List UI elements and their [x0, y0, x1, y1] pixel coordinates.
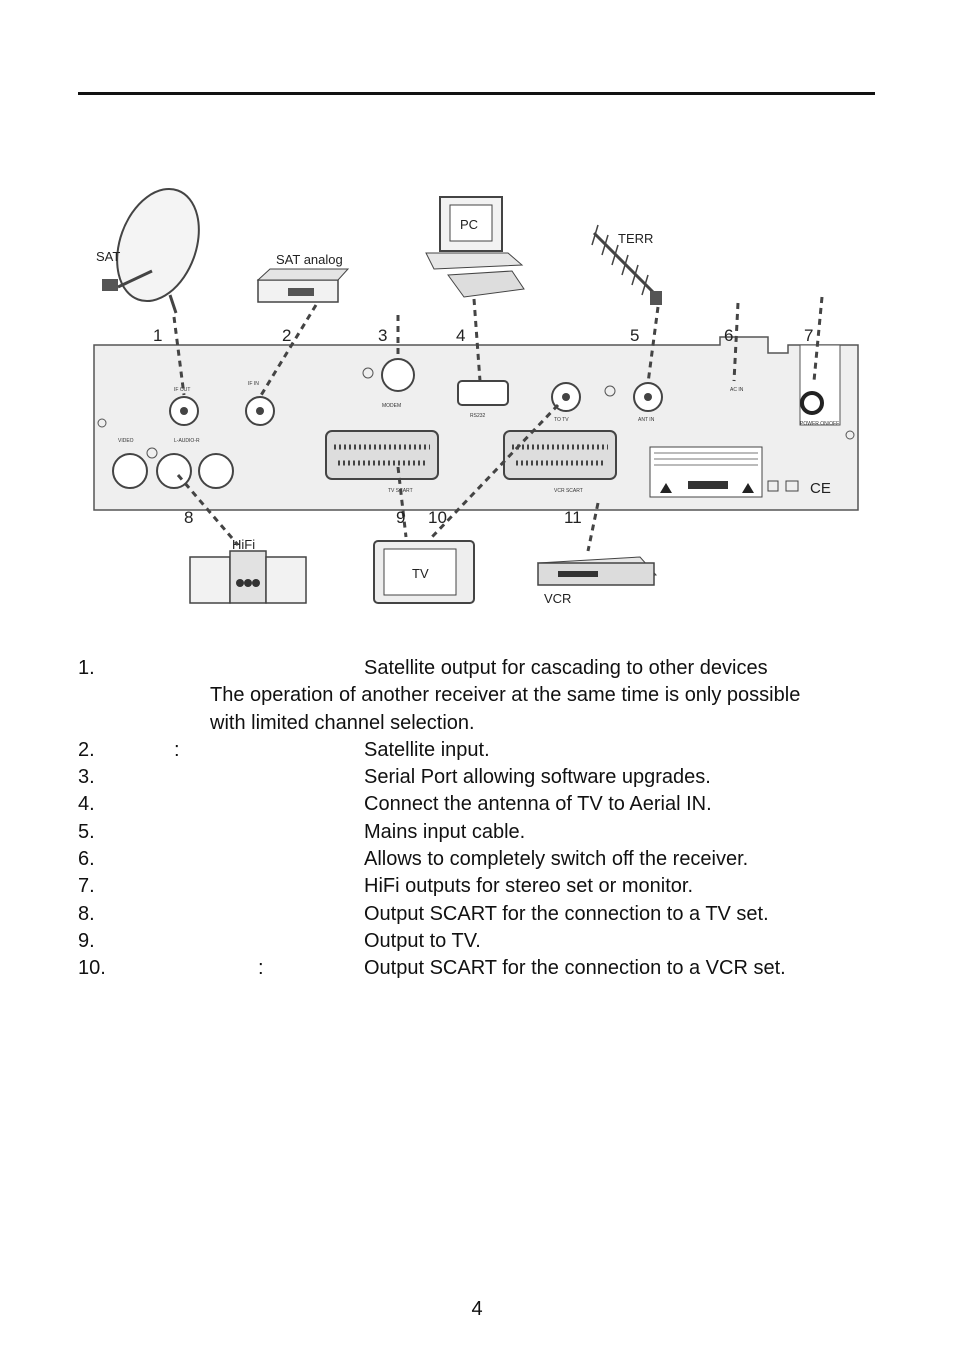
item-description: HiFi outputs for stereo set or monitor.: [364, 875, 694, 898]
list-item: 1. Satellite output for cascading to oth…: [0, 655, 954, 682]
header-rule: [78, 92, 875, 95]
item-description: Serial Port allowing software upgrades.: [364, 766, 711, 789]
page-number: 4: [471, 1298, 483, 1320]
list-item-continuation: with limited channel selection.: [0, 710, 954, 737]
vcr-label: VCR: [544, 591, 571, 606]
list-item-continuation: The operation of another receiver at the…: [0, 682, 954, 709]
power-label: POWER ON/OFF: [800, 421, 839, 427]
terr-label: TERR: [618, 231, 653, 246]
callout-8: 8: [184, 508, 193, 527]
callout-1: 1: [153, 326, 162, 345]
item-colon: :: [174, 738, 180, 761]
audio-l-rca: [156, 453, 192, 489]
callout-3: 3: [378, 326, 387, 345]
screw: [97, 418, 107, 428]
callout-11: 11: [564, 508, 582, 527]
audio-label: L-AUDIO-R: [174, 438, 200, 444]
item-number: 9.: [78, 929, 95, 952]
item-description: Satellite input.: [364, 738, 490, 761]
sat-label: SAT: [96, 249, 120, 264]
item-description: Allows to completely switch off the rece…: [364, 848, 749, 871]
item-colon: :: [258, 957, 264, 980]
list-item: 5. Mains input cable.: [0, 819, 954, 846]
hifi-speaker-right: [265, 556, 307, 604]
svg-text:IF OUT: IF OUT: [174, 387, 190, 393]
hifi-speaker-left: [189, 556, 231, 604]
callout-6: 6: [724, 326, 733, 345]
callout-9: 9: [396, 508, 405, 527]
callout-4: 4: [456, 326, 465, 345]
item-number: 3.: [78, 766, 95, 789]
item-number: 1.: [78, 657, 95, 679]
ant-in-label: ANT IN: [638, 417, 655, 423]
pc-label: PC: [460, 217, 478, 232]
callout-5: 5: [630, 326, 639, 345]
list-item: 9. Output to TV.: [0, 928, 954, 955]
list-item: 7. HiFi outputs for stereo set or monito…: [0, 873, 954, 900]
tv-scart: [325, 430, 439, 480]
item-number: 6.: [78, 848, 95, 871]
item-number: 10.: [78, 957, 106, 980]
item-number: 7.: [78, 875, 95, 898]
vcr-scart-label: VCR SCART: [554, 488, 583, 494]
item-number: 5.: [78, 820, 95, 843]
item-number: 4.: [78, 793, 95, 816]
ce-mark: CE: [810, 480, 831, 497]
diagram-svg: IF OUT IF IN MODEM RS232 TO TV ANT IN AC…: [93, 187, 859, 606]
rs232-label: RS232: [470, 413, 486, 419]
to-tv-label: TO TV: [554, 417, 569, 423]
satellite-dish: [116, 187, 200, 303]
connection-diagram: IF OUT IF IN MODEM RS232 TO TV ANT IN AC…: [88, 185, 868, 615]
vcr-scart: [503, 430, 617, 480]
rs232-port: [457, 380, 509, 406]
item-number: 2.: [78, 738, 95, 761]
item-number: 8.: [78, 902, 95, 925]
sat-analog-label: SAT analog: [276, 252, 343, 267]
power-switch: [800, 391, 824, 415]
hifi-unit: [229, 550, 267, 604]
list-item: 3. Serial Port allowing software upgrade…: [0, 764, 954, 791]
item-note: with limited channel selection.: [210, 711, 475, 734]
svg-text:MODEM: MODEM: [382, 403, 401, 409]
screw: [845, 430, 855, 440]
callout-7: 7: [804, 326, 813, 345]
svg-text:IF IN: IF IN: [248, 381, 259, 387]
pc-keyboard: [447, 270, 525, 298]
video-label: VIDEO: [118, 438, 134, 444]
cables: [172, 296, 824, 552]
item-description: Output SCART for the connection to a TV …: [364, 902, 769, 925]
list-item: 8. Output SCART for the connection to a …: [0, 901, 954, 928]
tv-label: TV: [412, 566, 429, 581]
list-item: 4. Connect the antenna of TV to Aerial I…: [0, 791, 954, 818]
hifi-label: HiFi: [232, 537, 255, 552]
list-item: 10. : Output SCART for the connection to…: [0, 955, 954, 982]
item-description: Satellite output for cascading to other …: [364, 657, 768, 679]
svg-text:AC IN: AC IN: [730, 387, 744, 393]
list-item: 2. : Satellite input.: [0, 737, 954, 764]
callout-2: 2: [282, 326, 291, 345]
item-description: Connect the antenna of TV to Aerial IN.: [364, 793, 712, 816]
audio-r-rca: [198, 453, 234, 489]
item-description: Mains input cable.: [364, 820, 526, 843]
item-description: Output SCART for the connection to a VCR…: [364, 957, 786, 980]
list-item: 6. Allows to completely switch off the r…: [0, 846, 954, 873]
video-rca: [112, 453, 148, 489]
item-description: Output to TV.: [364, 929, 481, 952]
callout-10: 10: [428, 508, 447, 527]
item-note: The operation of another receiver at the…: [210, 684, 801, 707]
modem-connector: [381, 358, 415, 392]
connection-list: 1. Satellite output for cascading to oth…: [0, 655, 954, 983]
